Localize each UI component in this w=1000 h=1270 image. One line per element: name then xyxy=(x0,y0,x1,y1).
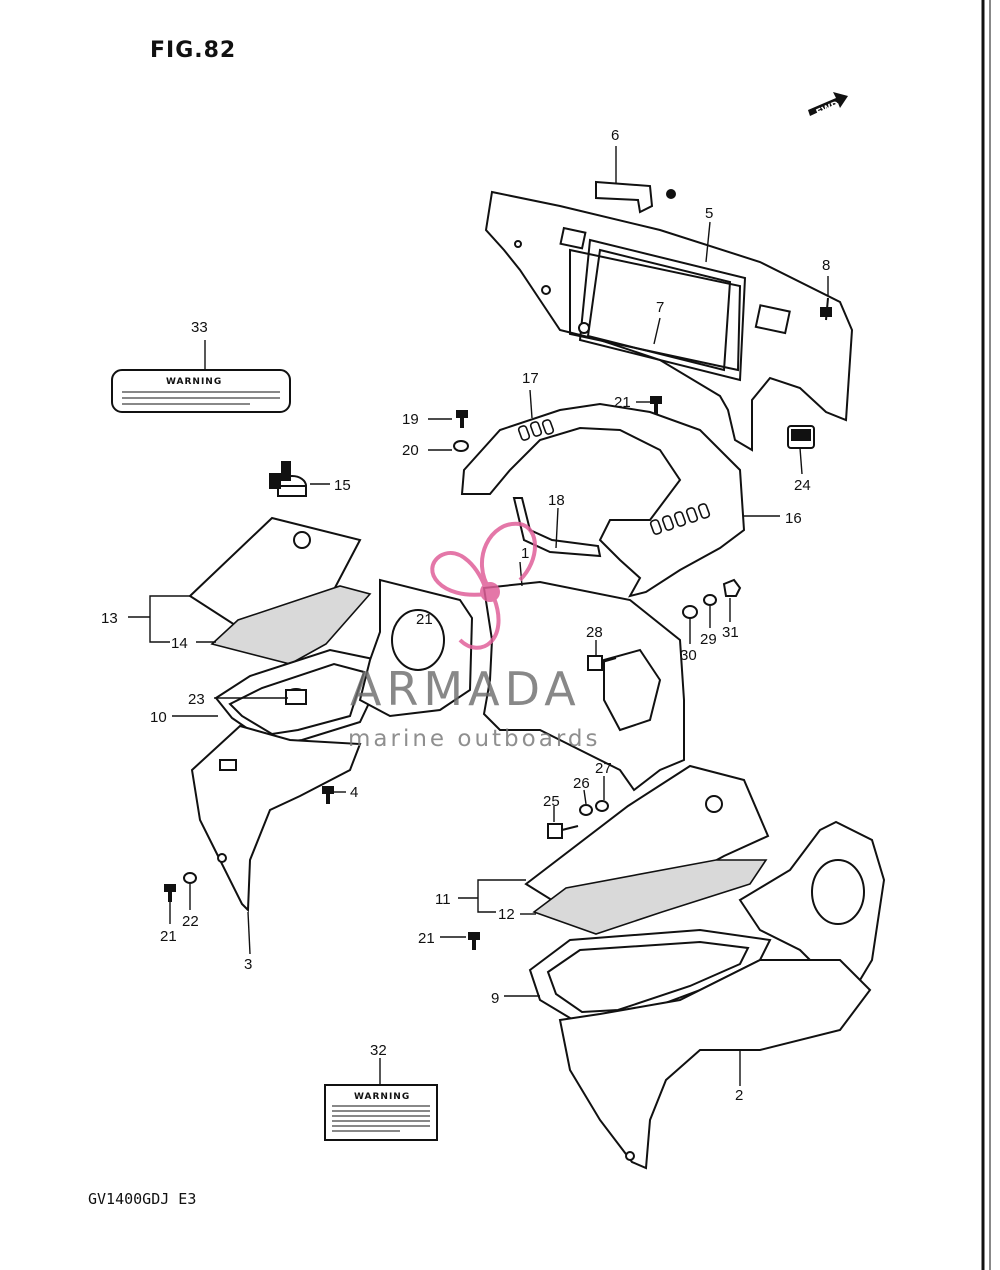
part-8-screw xyxy=(820,297,832,321)
bracket-plate-left xyxy=(358,578,474,718)
callout-2: 2 xyxy=(735,1087,743,1104)
model-code: GV1400GDJ E3 xyxy=(88,1190,197,1208)
callout-11: 11 xyxy=(435,891,451,908)
callout-19: 19 xyxy=(402,411,419,428)
part-12-pad-right xyxy=(532,859,768,935)
part-20-nut xyxy=(453,440,469,452)
watermark-logo xyxy=(430,521,537,650)
callout-14: 14 xyxy=(171,635,188,652)
callout-24: 24 xyxy=(794,477,811,494)
callout-30: 30 xyxy=(680,647,697,664)
callout-32: 32 xyxy=(370,1042,387,1059)
callout-10: 10 xyxy=(150,709,167,726)
callout-8: 8 xyxy=(822,257,830,274)
bracket-plate-right xyxy=(738,820,886,981)
callout-1: 1 xyxy=(521,545,529,562)
watermark-brand: ARMADA xyxy=(350,662,581,716)
callout-numbers: 1 2 3 4 5 6 7 8 9 10 11 12 13 14 15 16 1… xyxy=(101,127,830,1104)
figure-title: FIG.82 xyxy=(150,38,237,63)
callout-21-mid: 21 xyxy=(416,611,433,628)
callout-21-top: 21 xyxy=(614,394,631,411)
callout-6: 6 xyxy=(611,127,619,144)
callout-13: 13 xyxy=(101,610,118,627)
part-16-lower-cover xyxy=(460,402,746,598)
watermark-subtitle: marine outboards xyxy=(348,726,601,752)
part-25-bolt xyxy=(547,823,579,839)
callout-3: 3 xyxy=(244,956,252,973)
callout-15: 15 xyxy=(334,477,351,494)
part-22-washer xyxy=(183,872,197,884)
fwd-arrow-icon: FWD xyxy=(808,92,848,119)
part-21-screw-right xyxy=(468,932,480,950)
label-32-text: WARNING xyxy=(354,1092,410,1102)
part-30-washer xyxy=(682,605,698,619)
part-31-nut xyxy=(722,578,742,597)
part-21-screw-top xyxy=(650,396,662,414)
part-32-warning-label: WARNING xyxy=(324,1084,438,1141)
callout-28: 28 xyxy=(586,624,603,641)
callout-7: 7 xyxy=(656,299,664,316)
callout-17: 17 xyxy=(522,370,539,387)
callout-31: 31 xyxy=(722,624,739,641)
callout-16: 16 xyxy=(785,510,802,527)
leader-lines xyxy=(128,146,829,1086)
callout-22: 22 xyxy=(182,913,199,930)
part-19-screw xyxy=(456,410,468,428)
callout-18: 18 xyxy=(548,492,565,509)
fwd-label: FWD xyxy=(815,100,841,119)
callout-4: 4 xyxy=(350,784,358,801)
part-4-screw xyxy=(322,786,334,804)
callout-27: 27 xyxy=(595,760,612,777)
part-27-washer xyxy=(595,800,609,812)
label-33-text: WARNING xyxy=(166,377,222,387)
callout-21-left: 21 xyxy=(160,928,177,945)
callout-29: 29 xyxy=(700,631,717,648)
part-24-switch xyxy=(787,425,815,449)
part-6-bracket xyxy=(595,180,676,214)
callout-5: 5 xyxy=(705,205,713,222)
part-23-cap xyxy=(285,688,307,705)
part-29-washer xyxy=(703,594,717,606)
part-26-washer xyxy=(579,804,593,816)
callout-25: 25 xyxy=(543,793,560,810)
callout-33: 33 xyxy=(191,319,208,336)
part-28-bolt xyxy=(587,655,617,671)
part-1-inner-panel xyxy=(482,580,685,792)
part-33-warning-label: WARNING xyxy=(111,369,291,413)
part-3-lower-cover-left xyxy=(190,724,362,913)
part-21-screw-left xyxy=(164,884,176,902)
part-15-key-lock xyxy=(269,461,307,497)
part-2-lower-cover-right xyxy=(558,959,872,1170)
part-5-meter-panel xyxy=(484,190,854,452)
callout-21-right: 21 xyxy=(418,930,435,947)
callout-20: 20 xyxy=(402,442,419,459)
callout-23: 23 xyxy=(188,691,205,708)
callout-12: 12 xyxy=(498,906,515,923)
callout-26: 26 xyxy=(573,775,590,792)
callout-9: 9 xyxy=(491,990,499,1007)
